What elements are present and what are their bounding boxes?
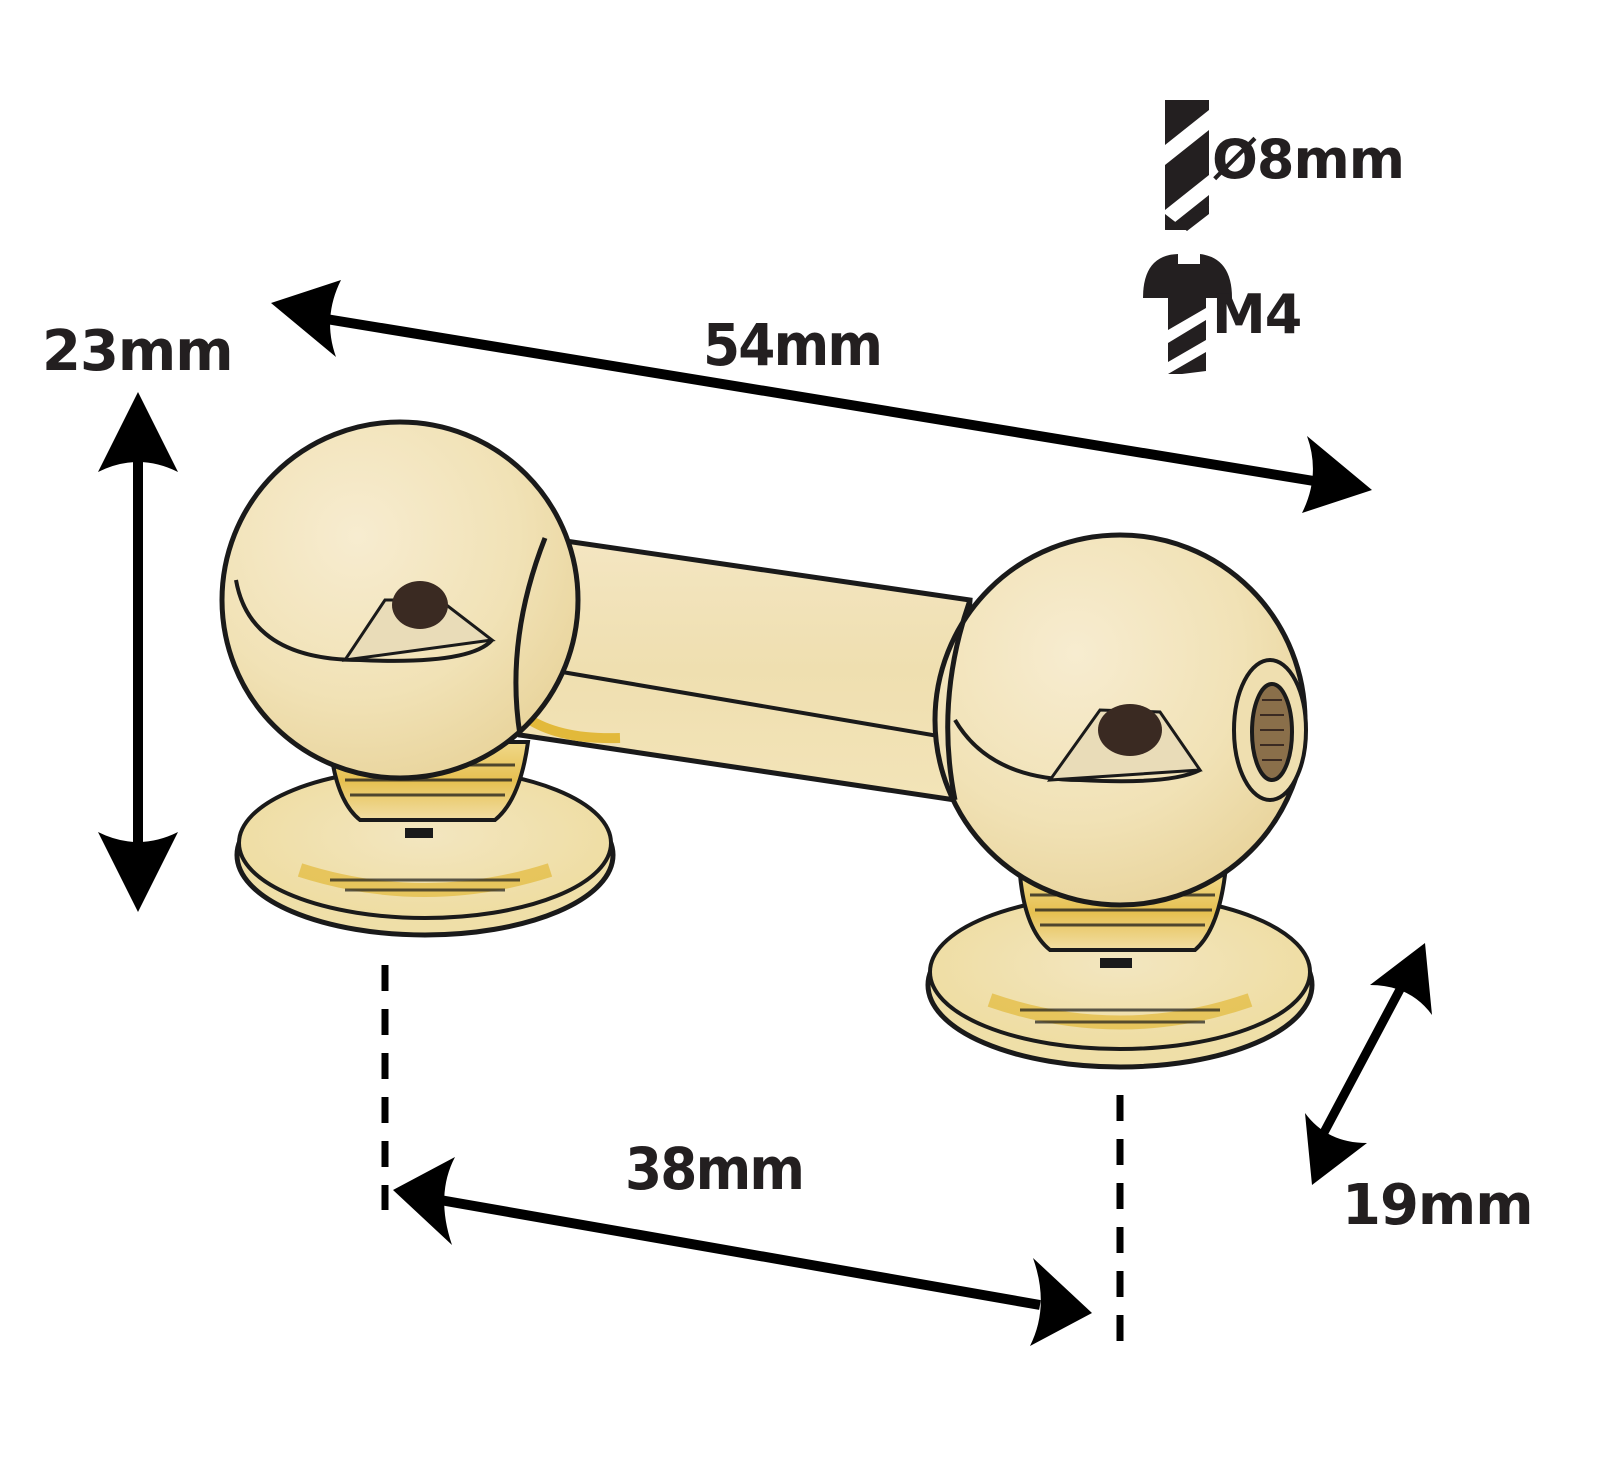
drill-bit-icon — [1165, 100, 1209, 231]
left-ball — [219, 419, 581, 781]
spacing-arrow — [393, 1157, 1092, 1346]
left-base-rosette — [234, 766, 616, 938]
height-arrow — [98, 392, 178, 912]
screw-size-label: M4 — [1212, 283, 1302, 346]
dimension-arrows — [98, 280, 1432, 1346]
diameter-arrow — [1305, 943, 1432, 1185]
length-label: 54mm — [703, 311, 883, 379]
height-label: 23mm — [42, 319, 234, 384]
right-base-rosette — [925, 893, 1315, 1070]
base-diameter-label: 19mm — [1342, 1173, 1534, 1238]
handle-bar — [513, 535, 973, 803]
drill-diameter-label: Ø8mm — [1212, 128, 1405, 191]
screw-icon — [1143, 254, 1232, 374]
hole-spacing-label: 38mm — [625, 1135, 805, 1203]
length-arrow — [271, 280, 1372, 513]
right-ball — [932, 532, 1308, 908]
